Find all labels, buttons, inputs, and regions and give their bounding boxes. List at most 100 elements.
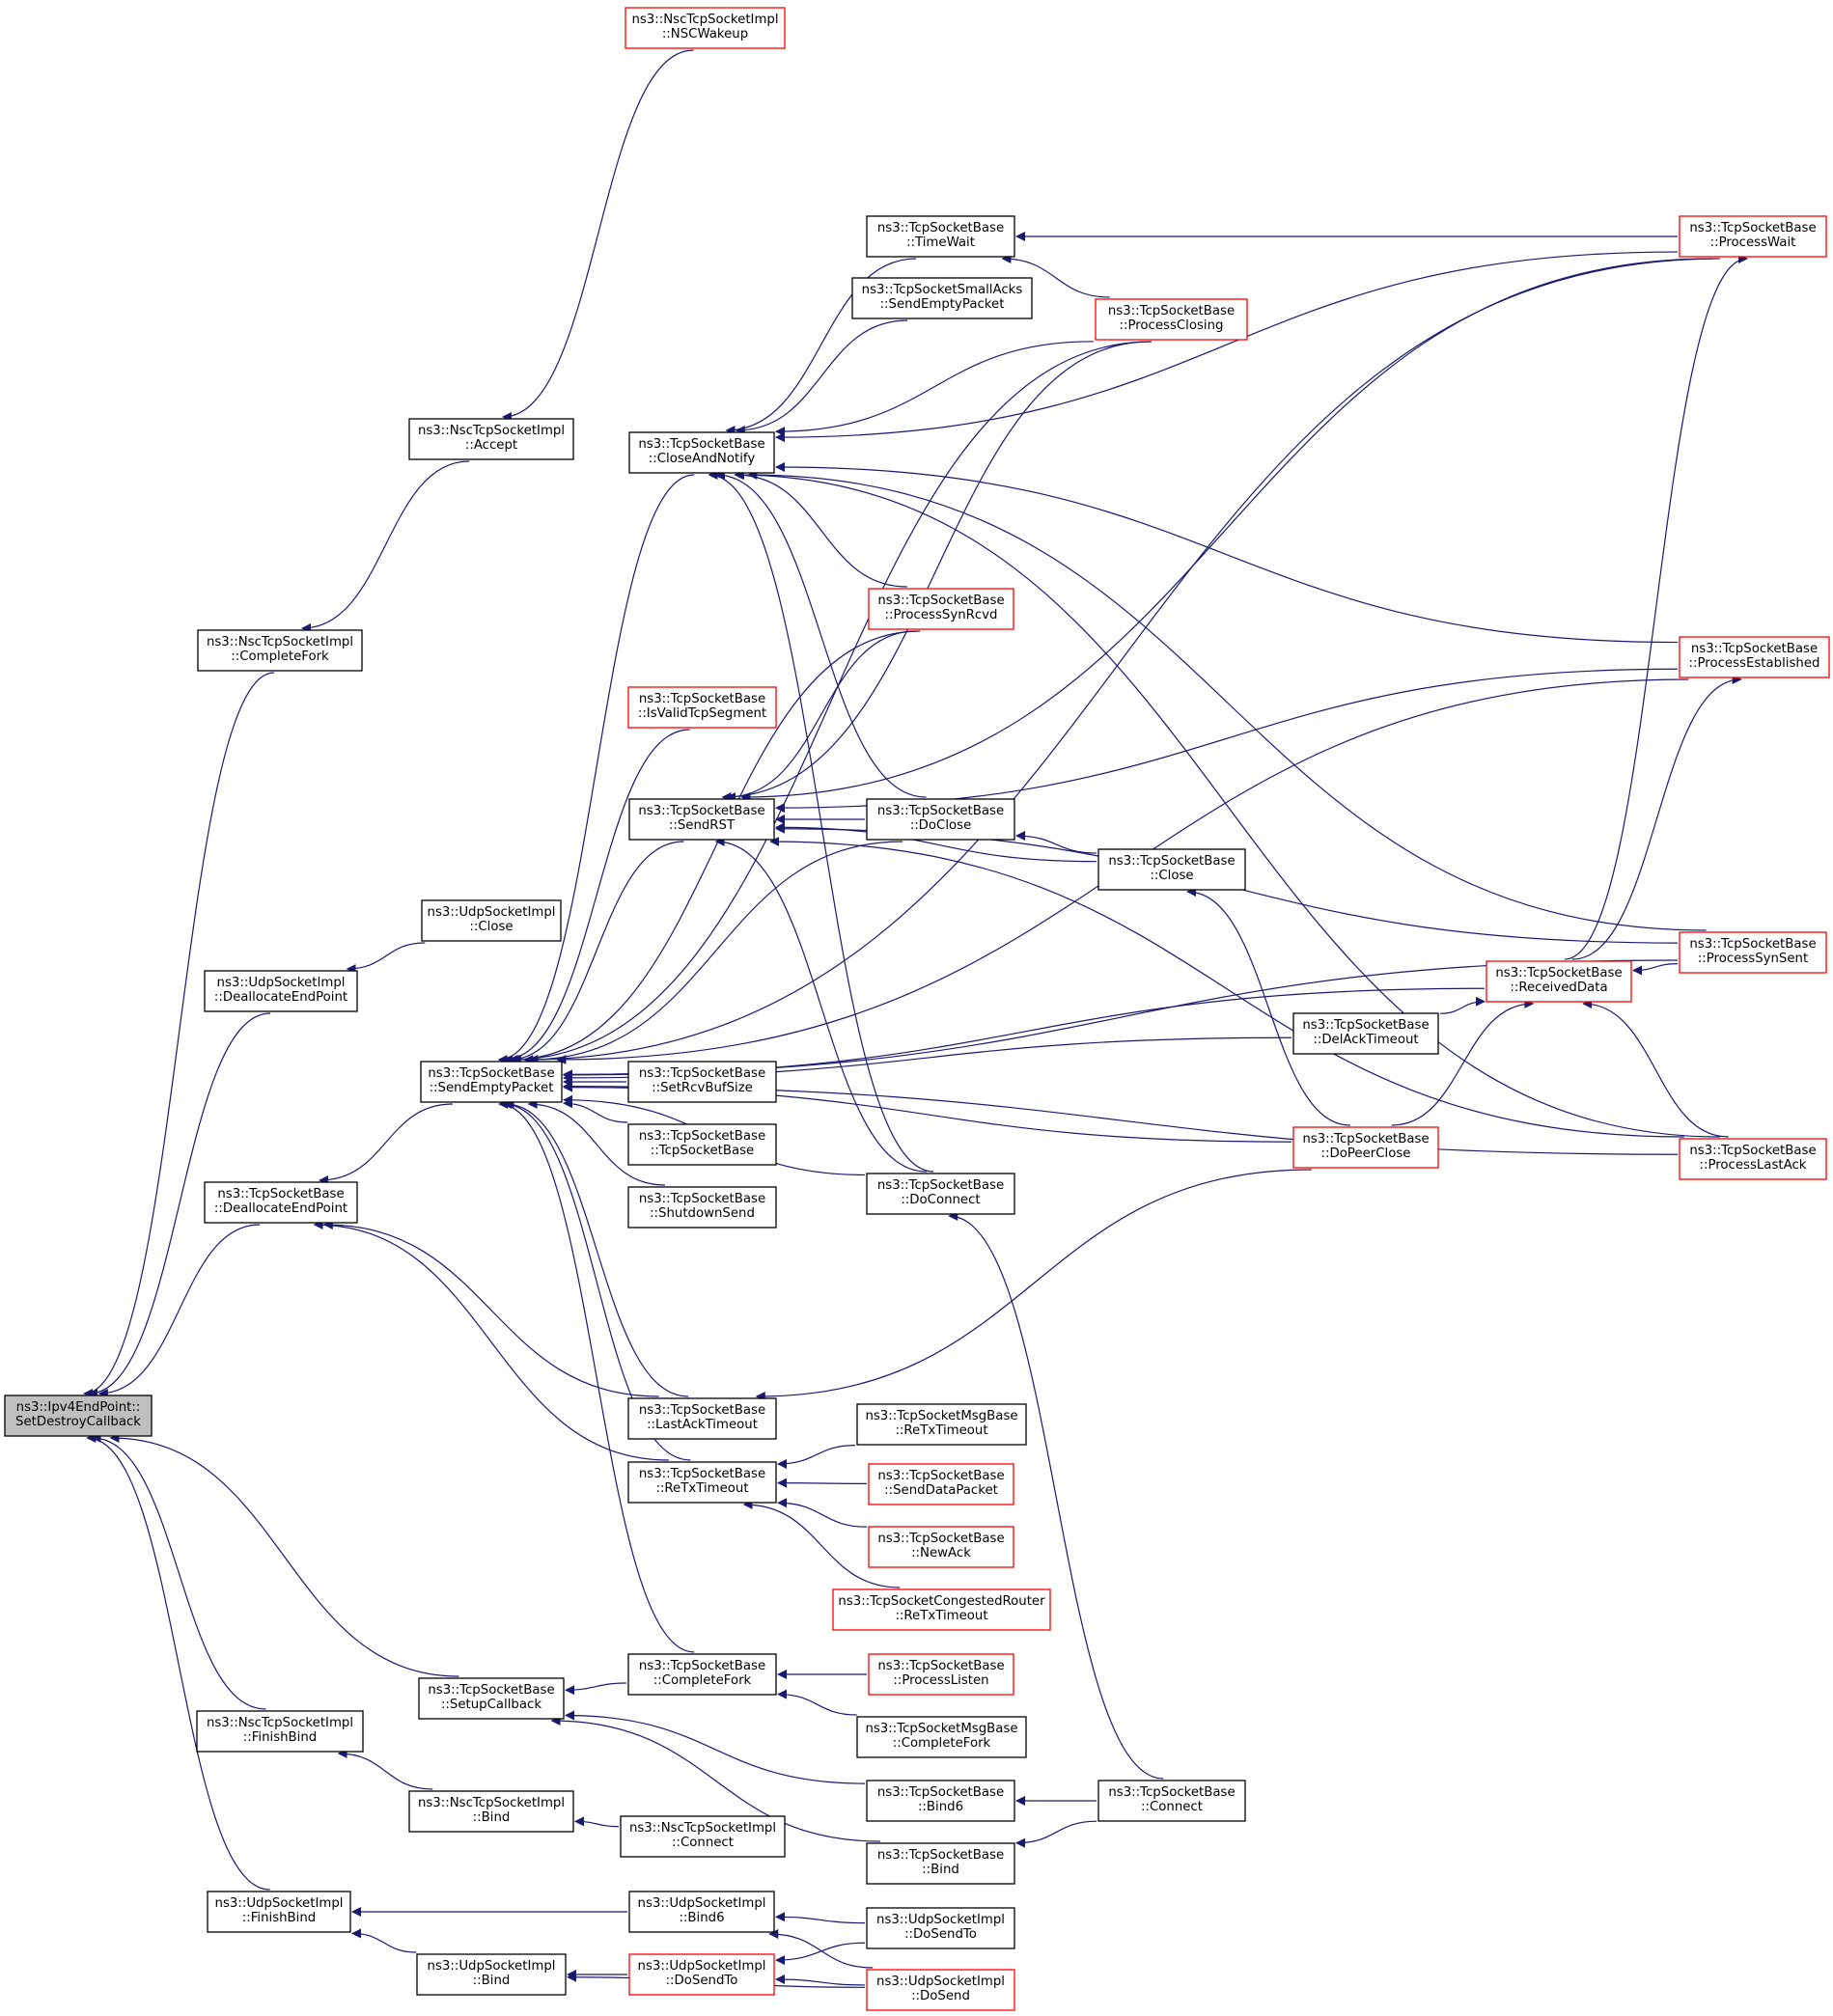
node-box: [627, 1653, 777, 1696]
node-ns3-tcpsocketbase-tcpsocketbase[interactable]: ns3::TcpSocketBase::TcpSocketBase: [627, 1123, 777, 1166]
call-edge: [735, 319, 908, 435]
node-ns3-tcpsocketbase-processlastack[interactable]: ns3::TcpSocketBase::ProcessLastAck: [1679, 1138, 1827, 1180]
node-ns3-tcpsocketbase-senddatapacket[interactable]: ns3::TcpSocketBase::SendDataPacket: [868, 1463, 1014, 1505]
node-ns3-tcpsocketbase-sendemptypacket[interactable]: ns3::TcpSocketBase::SendEmptyPacket: [420, 1061, 563, 1103]
node-label-line: ::TimeWait: [906, 235, 975, 250]
node-ns3-udpsocketimpl-bind[interactable]: ns3::UdpSocketImpl::Bind: [416, 1953, 567, 1996]
node-ns3-nsctcpsocketimpl-connect[interactable]: ns3::NscTcpSocketImpl::Connect: [620, 1815, 786, 1858]
call-edge: [1439, 996, 1486, 1014]
node-ns3-tcpsocketbase-dopeerclose[interactable]: ns3::TcpSocketBase::DoPeerClose: [1292, 1126, 1439, 1169]
node-label-line: ns3::TcpSocketBase: [1689, 937, 1816, 952]
node-ns3-udpsocketimpl-bind6[interactable]: ns3::UdpSocketImpl::Bind6: [628, 1891, 775, 1933]
node-ns3-tcpsocketbase-processestablished[interactable]: ns3::TcpSocketBase::ProcessEstablished: [1679, 636, 1830, 678]
node-ns3-tcpsocketcongestedrouter-retxtimeout[interactable]: ns3::TcpSocketCongestedRouter::ReTxTimeo…: [832, 1588, 1051, 1631]
node-box: [868, 1463, 1014, 1505]
node-ns3-tcpsocketbase-processwait[interactable]: ns3::TcpSocketBase::ProcessWait: [1679, 215, 1827, 258]
node-ns3-tcpsocketbase-processsynsent[interactable]: ns3::TcpSocketBase::ProcessSynSent: [1679, 931, 1827, 974]
node-box: [851, 277, 1033, 319]
node-box: [866, 1842, 1015, 1885]
node-ns3-tcpsocketmsgbase-retxtimeout[interactable]: ns3::TcpSocketMsgBase::ReTxTimeout: [856, 1403, 1027, 1446]
node-box: [868, 1526, 1014, 1568]
node-ns3-tcpsocketbase-setupcallback[interactable]: ns3::TcpSocketBase::SetupCallback: [418, 1677, 565, 1720]
node-ns3-tcpsocketmsgbase-completefork[interactable]: ns3::TcpSocketMsgBase::CompleteFork: [856, 1716, 1027, 1758]
node-ns3-tcpsocketbase-timewait[interactable]: ns3::TcpSocketBase::TimeWait: [866, 215, 1015, 258]
node-ns3-tcpsocketbase-setrcvbufsize[interactable]: ns3::TcpSocketBase::SetRcvBufSize: [627, 1061, 777, 1103]
node-ns3-tcpsocketbase-isvalidtcpsegment[interactable]: ns3::TcpSocketBase::IsValidTcpSegment: [627, 686, 777, 729]
node-label-line: ::SetupCallback: [441, 1698, 542, 1712]
node-label-line: ns3::TcpSocketCongestedRouter: [838, 1594, 1045, 1609]
node-label-line: ns3::TcpSocketBase: [638, 437, 764, 452]
node-ns3-nsctcpsocketimpl-completefork[interactable]: ns3::NscTcpSocketImpl::CompleteFork: [197, 629, 363, 672]
node-ns3-tcpsocketbase-completefork[interactable]: ns3::TcpSocketBase::CompleteFork: [627, 1653, 777, 1696]
call-edge: [777, 1689, 857, 1716]
node-ns3-tcpsocketbase-bind[interactable]: ns3::TcpSocketBase::Bind: [866, 1842, 1015, 1885]
node-label-line: ::TcpSocketBase: [651, 1144, 754, 1158]
node-ns3-nsctcpsocketimpl-bind[interactable]: ns3::NscTcpSocketImpl::Bind: [408, 1790, 574, 1833]
call-edge: [1564, 254, 1749, 960]
node-ns3-tcpsocketsmallacks-sendemptypacket[interactable]: ns3::TcpSocketSmallAcks::SendEmptyPacket: [851, 277, 1033, 319]
node-ns3-tcpsocketbase-doconnect[interactable]: ns3::TcpSocketBase::DoConnect: [866, 1173, 1015, 1215]
node-box: [1292, 1012, 1439, 1055]
node-ns3-ipv4endpoint-setdestroycallback[interactable]: ns3::Ipv4EndPoint::SetDestroyCallback: [4, 1395, 153, 1437]
node-label-line: ns3::TcpSocketBase: [1108, 304, 1235, 318]
node-ns3-tcpsocketbase-receiveddata[interactable]: ns3::TcpSocketBase::ReceivedData: [1486, 960, 1632, 1003]
node-ns3-tcpsocketbase-connect[interactable]: ns3::TcpSocketBase::Connect: [1097, 1780, 1246, 1822]
node-ns3-tcpsocketbase-doclose[interactable]: ns3::TcpSocketBase::DoClose: [866, 798, 1015, 841]
node-ns3-nsctcpsocketimpl-accept[interactable]: ns3::NscTcpSocketImpl::Accept: [408, 418, 574, 460]
node-box: [204, 970, 358, 1012]
node-box: [627, 686, 777, 729]
node-label-line: ::Close: [469, 920, 513, 934]
call-edge: [769, 837, 1684, 1138]
node-ns3-udpsocketimpl-deallocateendpoint[interactable]: ns3::UdpSocketImpl::DeallocateEndPoint: [204, 970, 358, 1012]
node-ns3-nsctcpsocketimpl-nscwakeup[interactable]: ns3::NscTcpSocketImpl::NSCWakeup: [625, 7, 786, 49]
node-ns3-nsctcpsocketimpl-finishbind[interactable]: ns3::NscTcpSocketImpl::FinishBind: [196, 1710, 364, 1753]
call-edge: [948, 1211, 1164, 1780]
node-ns3-tcpsocketbase-processclosing[interactable]: ns3::TcpSocketBase::ProcessClosing: [1095, 298, 1248, 341]
call-edge: [565, 1710, 866, 1784]
node-label-line: ns3::TcpSocketMsgBase: [865, 1722, 1017, 1736]
node-label-line: ::ProcessEstablished: [1689, 656, 1820, 671]
node-ns3-tcpsocketbase-closeandnotify[interactable]: ns3::TcpSocketBase::CloseAndNotify: [628, 431, 775, 474]
node-ns3-tcpsocketbase-lastacktimeout[interactable]: ns3::TcpSocketBase::LastAckTimeout: [627, 1397, 777, 1440]
node-label-line: ns3::TcpSocketBase: [877, 1469, 1004, 1483]
node-ns3-udpsocketimpl-finishbind[interactable]: ns3::UdpSocketImpl::FinishBind: [207, 1891, 351, 1933]
node-ns3-udpsocketimpl-close[interactable]: ns3::UdpSocketImpl::Close: [421, 899, 562, 942]
node-box: [868, 588, 1014, 630]
node-ns3-udpsocketimpl-dosendto[interactable]: ns3::UdpSocketImpl::DoSendTo: [866, 1907, 1015, 1949]
node-ns3-tcpsocketbase-shutdownsend[interactable]: ns3::TcpSocketBase::ShutdownSend: [627, 1186, 777, 1229]
node-box: [408, 418, 574, 460]
node-ns3-udpsocketimpl-dosend[interactable]: ns3::UdpSocketImpl::DoSend: [866, 1969, 1015, 2011]
node-label-line: ns3::TcpSocketBase: [1302, 1018, 1429, 1033]
node-ns3-tcpsocketbase-sendrst[interactable]: ns3::TcpSocketBase::SendRST: [628, 798, 775, 841]
node-ns3-tcpsocketbase-deallocateendpoint[interactable]: ns3::TcpSocketBase::DeallocateEndPoint: [204, 1181, 358, 1224]
call-edge: [497, 474, 695, 1064]
call-edge: [775, 461, 1679, 644]
node-ns3-tcpsocketbase-delacktimeout[interactable]: ns3::TcpSocketBase::DelAckTimeout: [1292, 1012, 1439, 1055]
node-label-line: ns3::TcpSocketBase: [639, 1467, 765, 1481]
node-label-line: ns3::NscTcpSocketImpl: [631, 13, 778, 27]
node-label-line: ns3::TcpSocketBase: [877, 1848, 1004, 1863]
node-label-line: ns3::TcpSocketBase: [877, 804, 1004, 818]
node-label-line: ::DelAckTimeout: [1313, 1033, 1418, 1047]
node-label-line: ns3::NscTcpSocketImpl: [418, 1796, 565, 1810]
node-box: [628, 798, 775, 841]
node-label-line: ::DoSendTo: [904, 1927, 977, 1942]
node-label-line: ::ReTxTimeout: [895, 1609, 987, 1623]
node-label-line: ns3::TcpSocketBase: [428, 1683, 554, 1698]
node-ns3-tcpsocketbase-processlisten[interactable]: ns3::TcpSocketBase::ProcessListen: [868, 1653, 1014, 1696]
node-ns3-tcpsocketbase-processsynrcvd[interactable]: ns3::TcpSocketBase::ProcessSynRcvd: [868, 588, 1014, 630]
call-edge: [528, 841, 903, 1064]
node-ns3-tcpsocketbase-retxtimeout[interactable]: ns3::TcpSocketBase::ReTxTimeout: [627, 1461, 777, 1504]
node-ns3-tcpsocketbase-newack[interactable]: ns3::TcpSocketBase::NewAck: [868, 1526, 1014, 1568]
call-edge: [565, 1682, 627, 1696]
node-box: [1292, 1126, 1439, 1169]
node-box: [416, 1953, 567, 1996]
node-ns3-udpsocketimpl-dosendto[interactable]: ns3::UdpSocketImpl::DoSendTo: [628, 1953, 775, 1996]
node-box: [866, 1173, 1015, 1215]
node-label-line: ::CompleteFork: [231, 649, 329, 664]
call-edge: [742, 1500, 901, 1588]
node-label-line: ::Close: [1150, 869, 1193, 883]
node-ns3-tcpsocketbase-close[interactable]: ns3::TcpSocketBase::Close: [1097, 848, 1246, 891]
call-edge: [714, 470, 927, 798]
node-ns3-tcpsocketbase-bind6[interactable]: ns3::TcpSocketBase::Bind6: [866, 1780, 1015, 1822]
